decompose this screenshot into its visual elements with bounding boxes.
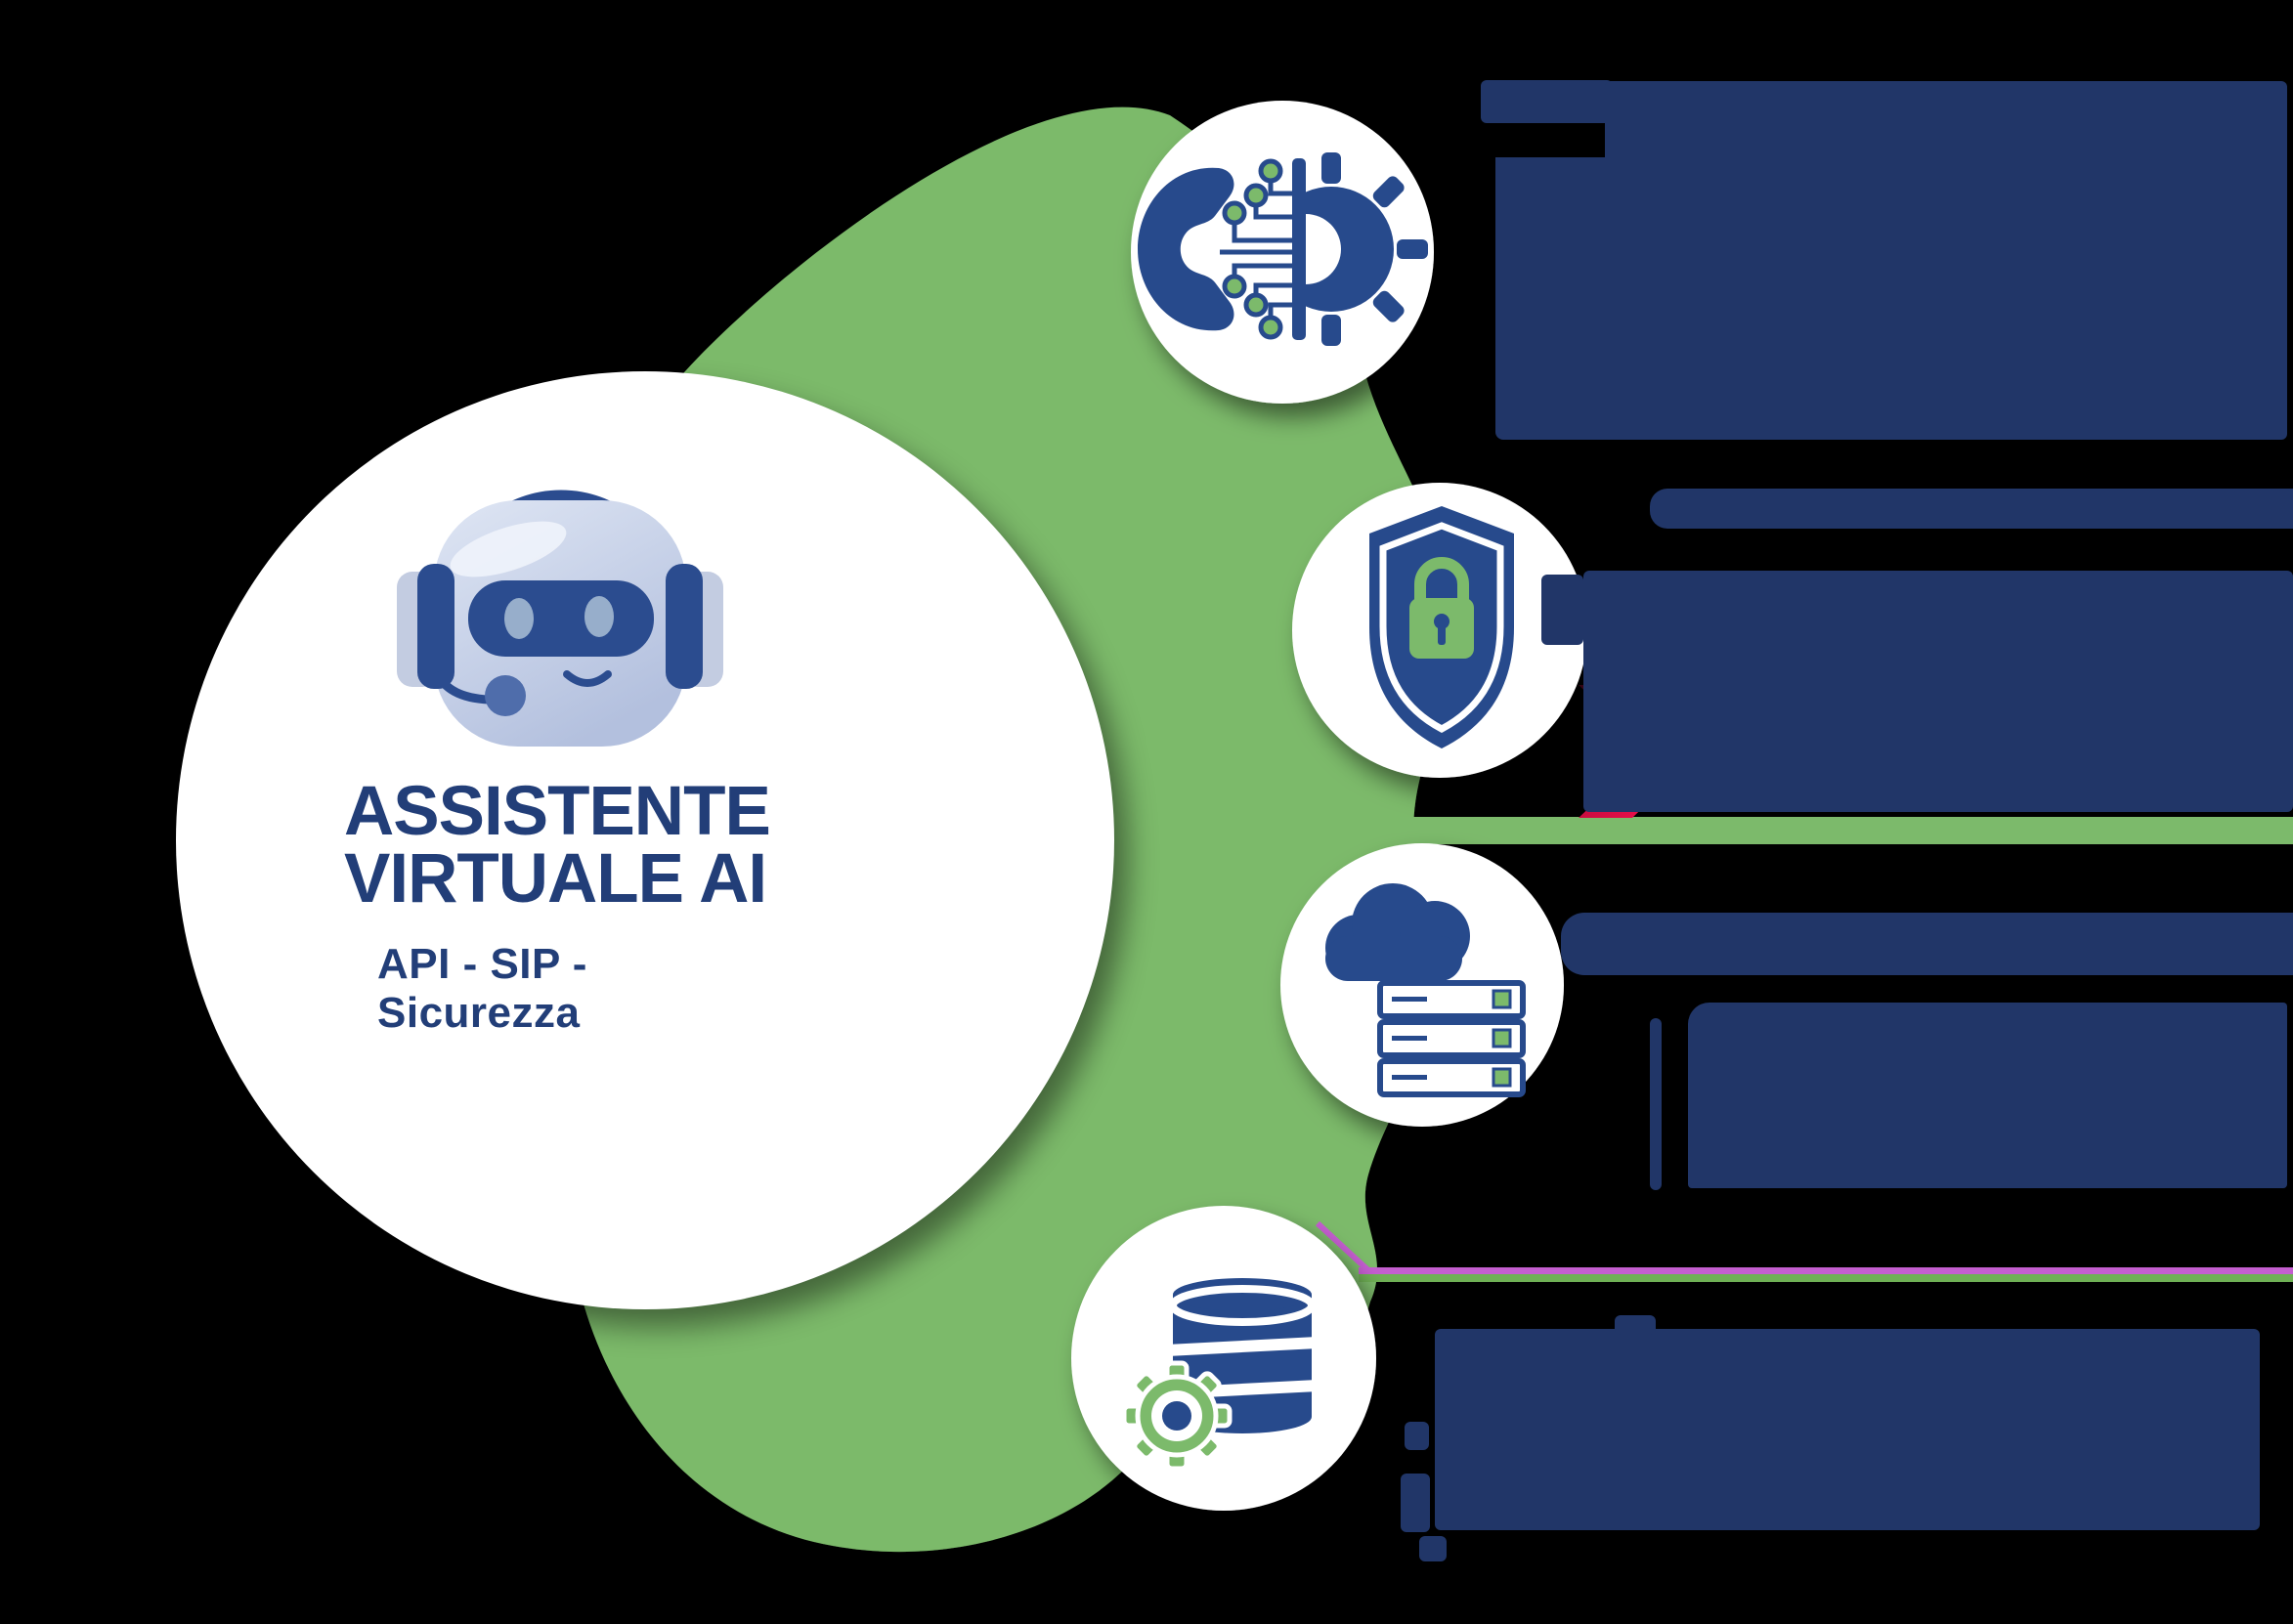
item-2-fragment-redacted [1541,575,1583,645]
robot-eye-right [584,596,614,637]
item-1-body-redacted-a [1605,81,2287,440]
item-4-fragment-redacted-c [1419,1536,1447,1561]
robot-smile [563,670,612,687]
database-gear-icon [1121,1278,1319,1472]
center-title-line2: VIRTUALE AI [344,840,767,918]
pink-accent-diagonal [1315,1220,1373,1275]
center-subtitle: API - SIP - Sicurezza [377,940,587,1037]
center-title-line1: ASSISTENTE [344,773,771,850]
shield-lock-icon [1369,506,1514,748]
robot-earcup-left [417,564,454,689]
item-3-heading-redacted [1561,913,2293,975]
item-1-body-redacted-b [1495,157,1613,440]
item-4-fragment-redacted-a [1405,1422,1429,1450]
robot-mic [485,675,526,716]
cloud-servers-icon [1325,883,1526,1097]
green-accent-line [1359,1274,2293,1282]
robot-eye-left [504,598,534,639]
item-4-fragment-redacted-b [1401,1474,1430,1532]
item-3-strip-redacted [1650,1018,1662,1190]
phone-circuit-gear-icon [1138,152,1428,346]
green-underline-bar [1400,817,2293,844]
robot-mic-boom [432,669,490,705]
item-4-body-redacted [1435,1329,2260,1530]
robot-visor [468,580,654,657]
item-2-body-redacted [1583,571,2293,812]
robot-head-gloss [450,521,567,577]
item-3-body-redacted [1688,1003,2287,1188]
item-4-bump-redacted [1615,1315,1656,1335]
item-2-heading-redacted [1650,489,2293,529]
item-1-heading-redacted [1481,80,1613,123]
robot-earcup-right [666,564,703,689]
pink-accent-line [1359,1267,2293,1274]
